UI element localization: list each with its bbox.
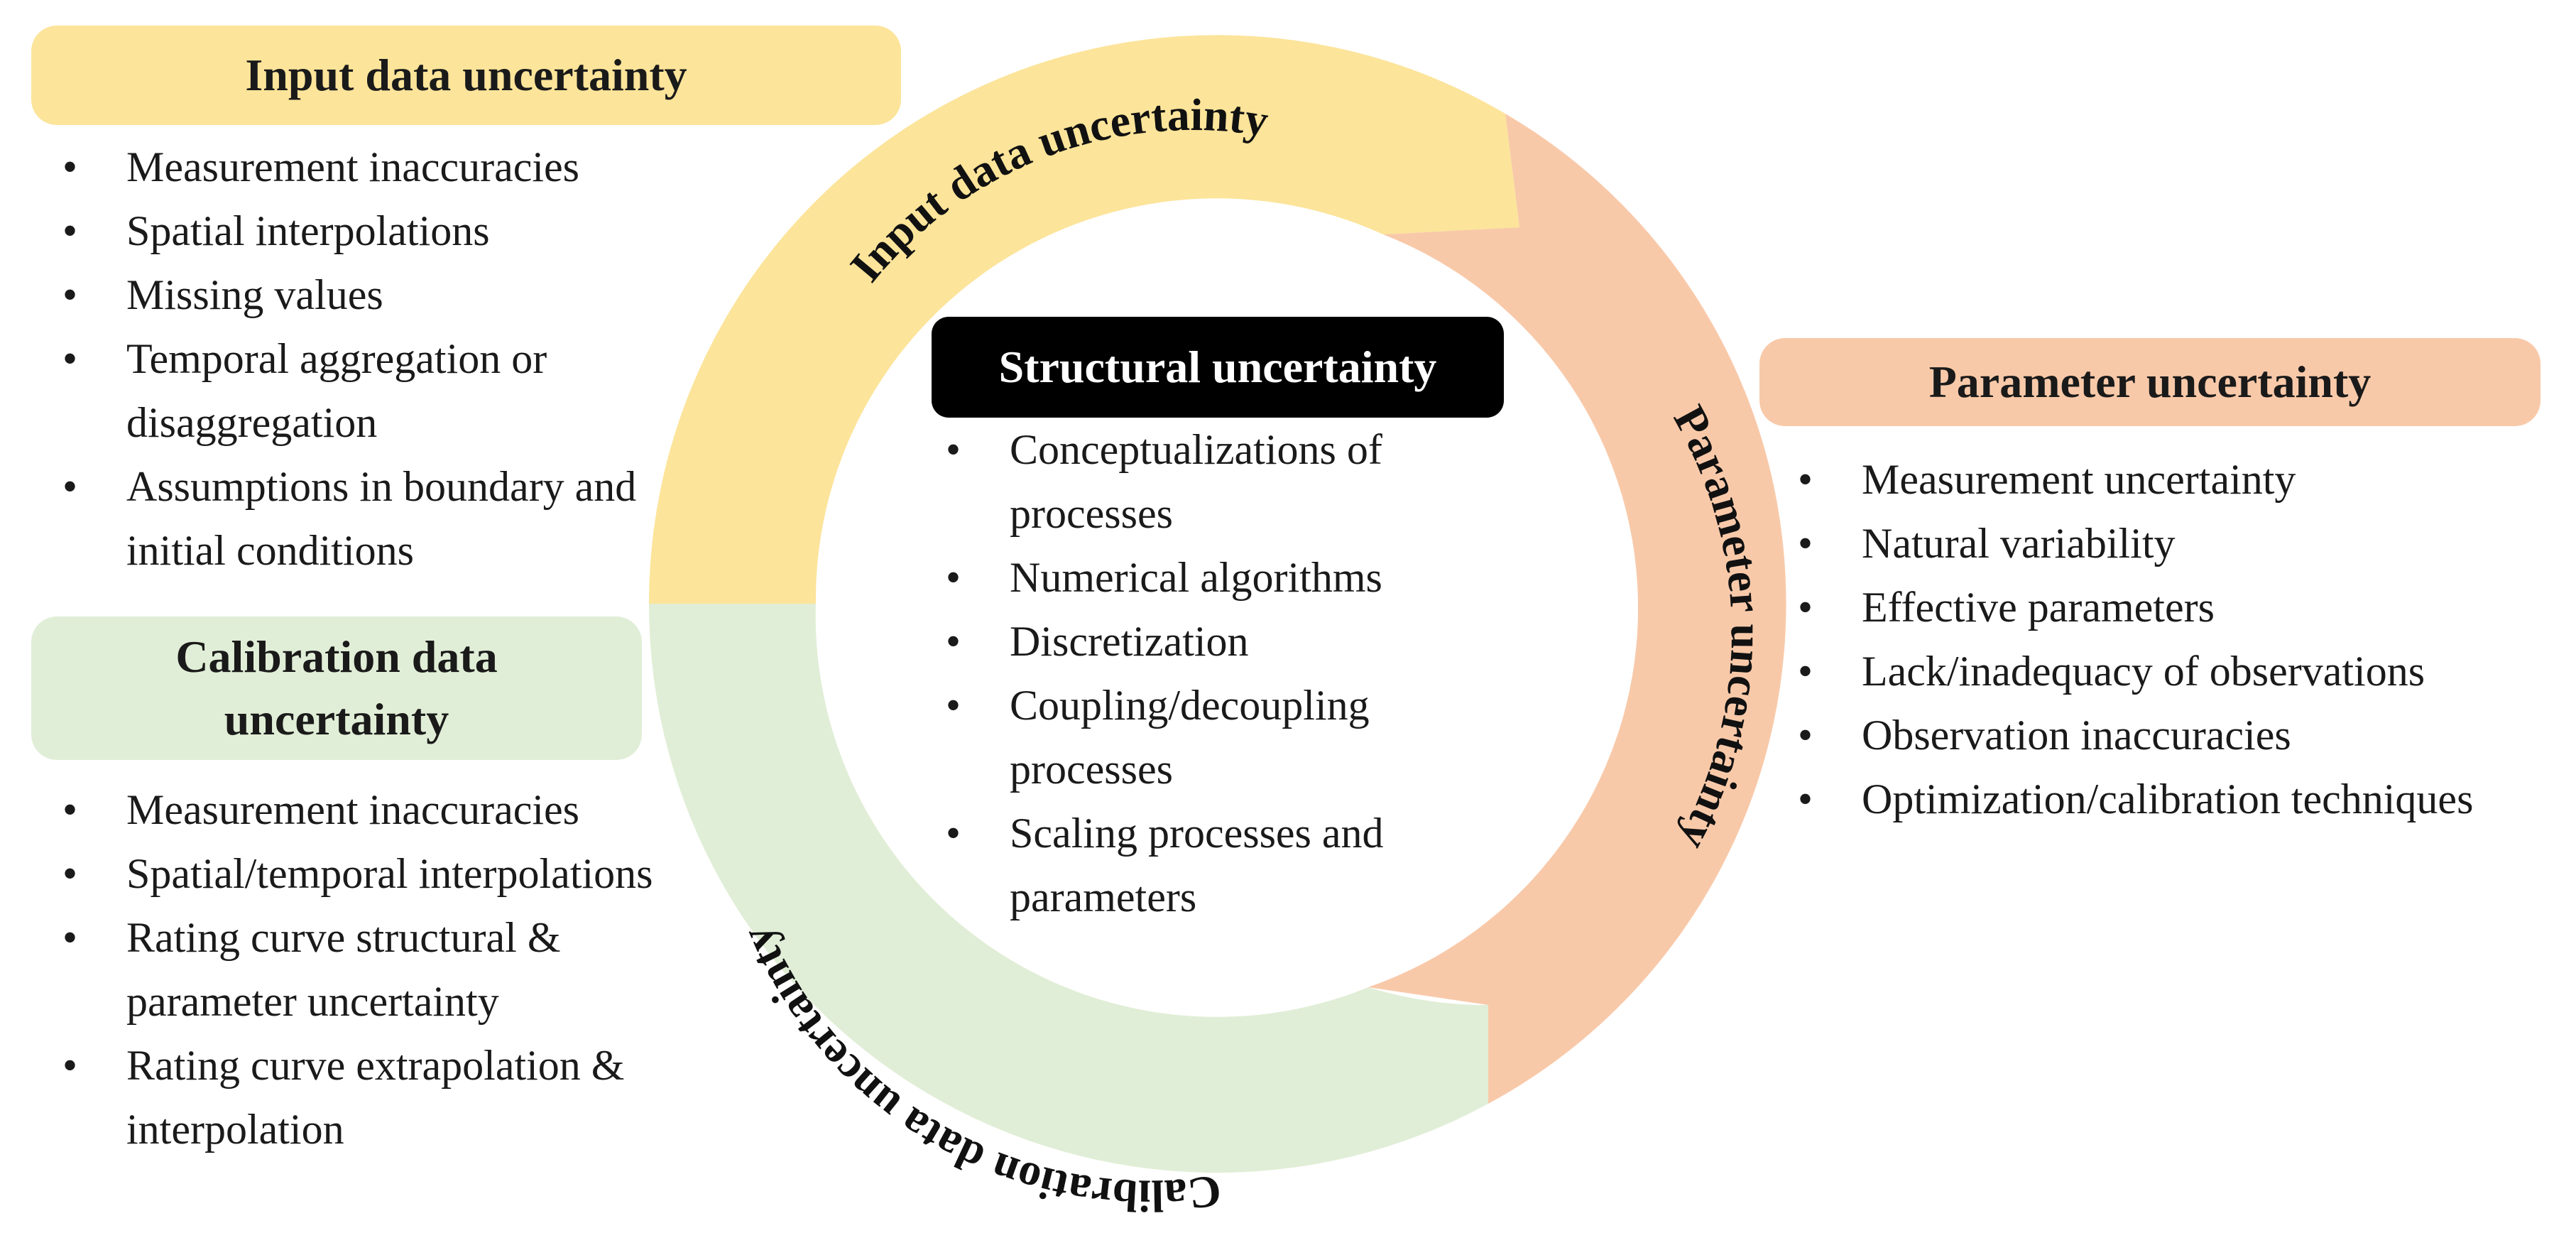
parameter-header-box: Parameter uncertainty	[1759, 338, 2540, 426]
list-item: Observation inaccuracies	[1775, 703, 2576, 767]
list-item: Missing values	[40, 263, 665, 327]
list-item: Spatial interpolations	[40, 199, 665, 263]
list-item: Assumptions in boundary and initial cond…	[40, 455, 665, 582]
parameter-ring-segment	[1368, 114, 1786, 1104]
list-item: Scaling processes and parameters	[923, 801, 1491, 929]
input-header-title: Input data uncertainty	[245, 49, 687, 100]
list-item: Conceptualizations of processes	[923, 418, 1491, 545]
calibration-bullet-list: Measurement inaccuracies Spatial/tempora…	[40, 778, 665, 1161]
list-item: Coupling/decoupling processes	[923, 673, 1491, 801]
calibration-ring-segment	[648, 604, 1488, 1173]
list-item: Rating curve extrapolation & interpolati…	[40, 1033, 665, 1161]
structural-header-box: Structural uncertainty	[932, 317, 1504, 418]
structural-bullet-list: Conceptualizations of processes Numerica…	[923, 418, 1491, 929]
list-item: Optimization/calibration techniques	[1775, 767, 2576, 831]
list-item: Measurement inaccuracies	[40, 135, 665, 199]
calibration-header-box: Calibration data uncertainty	[31, 616, 642, 760]
parameter-bullet-list: Measurement uncertainty Natural variabil…	[1775, 447, 2576, 831]
list-item: Temporal aggregation or disaggregation	[40, 327, 665, 455]
input-bullet-list: Measurement inaccuracies Spatial interpo…	[40, 135, 665, 582]
list-item: Measurement inaccuracies	[40, 778, 665, 842]
structural-header-title: Structural uncertainty	[998, 341, 1437, 392]
parameter-header-title: Parameter uncertainty	[1928, 356, 2372, 407]
list-item: Lack/inadequacy of observations	[1775, 639, 2576, 703]
calibration-header-title: Calibration data uncertainty	[175, 631, 498, 744]
list-item: Discretization	[923, 609, 1491, 673]
list-item: Numerical algorithms	[923, 545, 1491, 609]
list-item: Rating curve structural & parameter unce…	[40, 906, 665, 1033]
input-ring-segment	[648, 35, 1519, 604]
list-item: Natural variability	[1775, 511, 2576, 575]
list-item: Spatial/temporal interpolations	[40, 842, 665, 906]
list-item: Effective parameters	[1775, 575, 2576, 639]
list-item: Measurement uncertainty	[1775, 447, 2576, 511]
input-header-box: Input data uncertainty	[31, 26, 901, 125]
